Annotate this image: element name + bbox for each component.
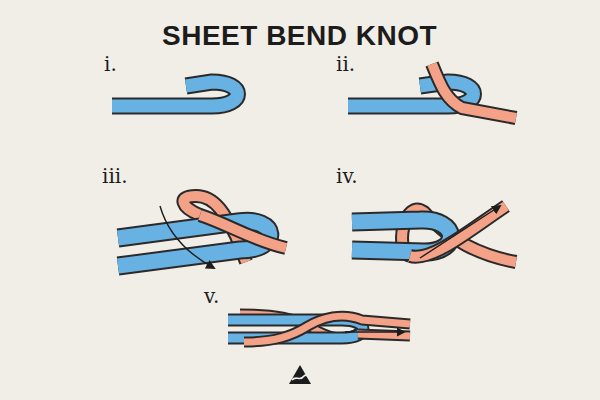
rope-step-4 <box>352 206 516 262</box>
title-wrap: SHEET BEND KNOT <box>162 20 437 52</box>
step-wrap: i. <box>104 52 117 76</box>
step-number: i. <box>104 52 117 76</box>
title: SHEET BEND KNOT <box>162 20 437 52</box>
step-wrap: iii. <box>102 164 128 188</box>
step-number: ii. <box>336 52 355 76</box>
rope-step-1 <box>112 82 238 106</box>
rope-step-5 <box>228 314 410 342</box>
step-number: v. <box>204 284 219 308</box>
step-wrap: v. <box>204 284 219 308</box>
step-wrap: iv. <box>336 164 358 188</box>
step-number: iv. <box>336 164 358 188</box>
step-number: iii. <box>102 164 128 188</box>
rope-step-3 <box>118 196 286 268</box>
rope-step-2 <box>348 64 516 118</box>
brand-logo <box>289 365 311 384</box>
step-wrap: ii. <box>336 52 355 76</box>
